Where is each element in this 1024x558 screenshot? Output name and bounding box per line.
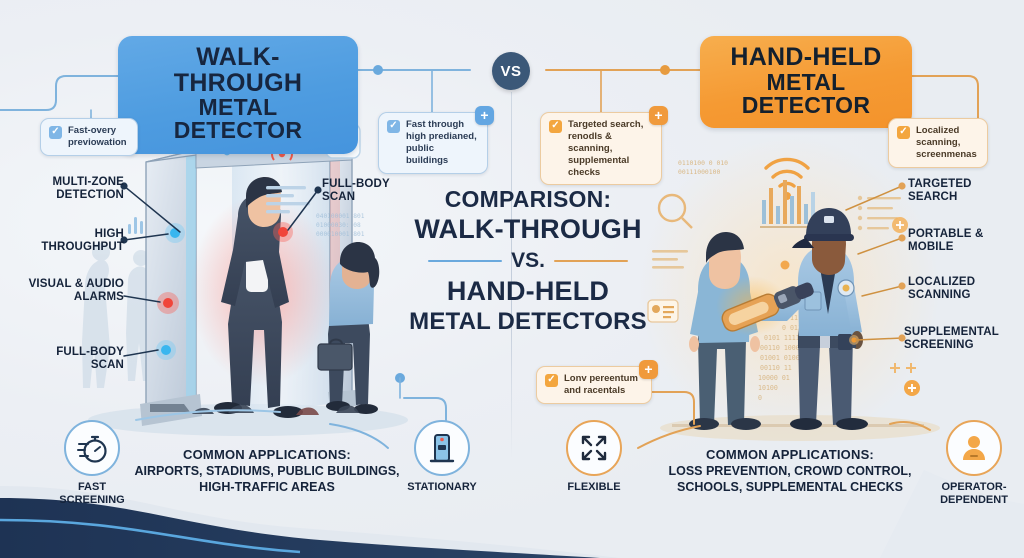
security-officer-figure: [743, 208, 868, 430]
decor-text-lines: [266, 186, 310, 214]
callout-card-text: Fast-overy previowation: [68, 125, 127, 148]
badge-caption: FLEXIBLE: [567, 481, 621, 493]
feature-label-multi-zone-detection: MULTI-ZONE DETECTION: [52, 176, 124, 202]
badge-ring: [566, 420, 622, 476]
gate-pillar-icon: [429, 434, 455, 463]
applications-left-title: COMMON APPLICATIONS:: [183, 447, 351, 462]
svg-text:00110 10000: 00110 10000: [760, 344, 804, 352]
badge-ring: [946, 420, 1002, 476]
badge-flexible[interactable]: FLEXIBLE: [552, 420, 636, 494]
feature-label-high-throughput: HIGH THROUGHPUT: [41, 228, 124, 254]
applications-left-body: AIRPORTS, STADIUMS, PUBLIC BUILDINGS, HI…: [134, 464, 400, 494]
svg-text:01 1: 01 1: [790, 304, 806, 312]
decor-list-lines-right: [857, 195, 901, 231]
callout-card-fast-throughput[interactable]: ✓ Fast through high predianed, public bu…: [378, 106, 494, 174]
feature-label-visual-audio-alarms: VISUAL & AUDIO ALARMS: [28, 278, 124, 304]
applications-right: COMMON APPLICATIONS: LOSS PREVENTION, CR…: [640, 447, 940, 495]
svg-text:0: 0: [758, 394, 762, 402]
magnifier-icon: [657, 193, 693, 229]
svg-text:000010001 801: 000010001 801: [316, 231, 365, 238]
svg-text:0101 11111: 0101 11111: [764, 334, 804, 342]
svg-text:0110100 0 010: 0110100 0 010: [678, 159, 728, 167]
svg-text:10100: 10100: [758, 384, 778, 392]
callout-card-low-cost[interactable]: ✓ Lonv pereentum and racentals +: [536, 360, 658, 404]
badge-caption: STATIONARY: [407, 481, 477, 493]
applications-right-title: COMMON APPLICATIONS:: [706, 447, 874, 462]
svg-text:01001 0100: 01001 0100: [760, 354, 800, 362]
svg-text:10000 01: 10000 01: [758, 374, 790, 382]
callout-card-localized-scanning[interactable]: ✓ Localized scanning, screenmenas: [888, 118, 988, 168]
badge-caption: OPERATOR- DEPENDENT: [940, 481, 1008, 506]
feature-label-portable-mobile: PORTABLE & MOBILE: [908, 228, 984, 254]
center-title-vs: VS.: [511, 249, 545, 272]
svg-text:040100001 801: 040100001 801: [316, 213, 365, 220]
vs-badge: VS: [492, 52, 530, 90]
stopwatch-icon: [77, 435, 107, 463]
hand-held-scan-illustration: 0110100 0 010 00111000100 01 1 11101 0 0…: [647, 157, 940, 441]
check-icon: ✓: [387, 120, 400, 133]
center-title-line1: COMPARISON:: [444, 186, 612, 212]
badge-ring: [414, 420, 470, 476]
badge-fast-screening[interactable]: FAST SCREENING: [50, 420, 134, 506]
callout-card-text: Lonv pereentum and racentals: [564, 373, 638, 396]
header-left-line1: WALK-THROUGH: [173, 43, 303, 97]
badge-ring: [64, 420, 120, 476]
callout-card-text: Localized scanning, screenmenas: [916, 125, 977, 160]
rule-orange: [553, 260, 628, 262]
applications-right-body: LOSS PREVENTION, CROWD CONTROL, SCHOOLS,…: [668, 464, 912, 494]
applications-left: COMMON APPLICATIONS: AIRPORTS, STADIUMS,…: [122, 447, 412, 495]
check-icon: ✓: [549, 120, 562, 133]
svg-text:11101: 11101: [790, 314, 810, 322]
feature-label-full-body-scan: FULL-BODY SCAN: [56, 346, 124, 372]
decor-shoes-row: [150, 404, 359, 415]
feature-label-supplemental-screening: SUPPLEMENTAL SCREENING: [904, 326, 999, 352]
plus-icon[interactable]: +: [649, 106, 668, 125]
check-icon: ✓: [545, 374, 558, 387]
svg-text:01000030: 08: 01000030: 08: [316, 222, 361, 229]
center-title-block: COMPARISON: WALK-THROUGH VS. HAND-HELD M…: [394, 186, 662, 336]
callout-card-text: Fast through high predianed, public buil…: [406, 119, 477, 166]
check-icon: ✓: [897, 126, 910, 139]
callout-card-fast-overview[interactable]: ✓ Fast-overy previowation: [40, 118, 138, 156]
center-title-line4: METAL DETECTORS: [409, 308, 647, 335]
header-right-line1: HAND-HELD: [730, 43, 882, 71]
check-icon: ✓: [49, 126, 62, 139]
svg-text:00111000100: 00111000100: [678, 168, 720, 176]
center-divider: [511, 92, 513, 460]
badge-stationary[interactable]: STATIONARY: [400, 420, 484, 494]
decor-plus-marks: [890, 363, 916, 373]
hand-held-wand-device: [721, 282, 814, 332]
plus-icon[interactable]: +: [639, 360, 658, 379]
header-hand-held: HAND-HELD METAL DETECTOR: [700, 36, 912, 129]
feature-label-localized-scanning: LOCALIZED SCANNING: [908, 276, 976, 302]
audio-bars-icon-small: [128, 217, 143, 234]
walk-through-gate-illustration: 040100001 801 01000030: 08 000010001 801: [82, 123, 408, 436]
inline-label-full-body-scan: FULL-BODY SCAN: [322, 178, 390, 204]
expand-arrows-icon: [581, 435, 607, 461]
badge-caption: FAST SCREENING: [59, 481, 125, 506]
wifi-signal-icon-orange: [764, 157, 810, 200]
callout-card-targeted-search[interactable]: ✓ Targeted search, renodls & scanning, s…: [540, 106, 668, 186]
header-left-line2: METAL DETECTOR: [173, 94, 303, 144]
rule-blue: [428, 260, 503, 262]
callout-card-text: Targeted search, renodls & scanning, sup…: [568, 119, 644, 178]
center-title-line2: WALK-THROUGH: [414, 214, 642, 244]
center-title-vs-row: VS.: [394, 249, 662, 273]
decor-bar-chart: [760, 180, 818, 228]
scanned-man-figure: [689, 232, 761, 430]
man-walking-figure: [214, 177, 303, 418]
header-right-line2: METAL DETECTOR: [741, 68, 871, 118]
plus-icon[interactable]: +: [475, 106, 494, 125]
badge-operator-dependent[interactable]: OPERATOR- DEPENDENT: [928, 420, 1020, 506]
woman-with-briefcase-figure: [317, 242, 380, 414]
header-walk-through: WALK-THROUGH METAL DETECTOR: [118, 36, 358, 154]
svg-text:0 01101: 0 01101: [782, 324, 810, 332]
feature-label-targeted-search: TARGETED SEARCH: [908, 178, 972, 204]
svg-text:00110 11: 00110 11: [760, 364, 792, 372]
person-icon: [963, 436, 985, 460]
center-title-line3: HAND-HELD: [446, 276, 610, 306]
